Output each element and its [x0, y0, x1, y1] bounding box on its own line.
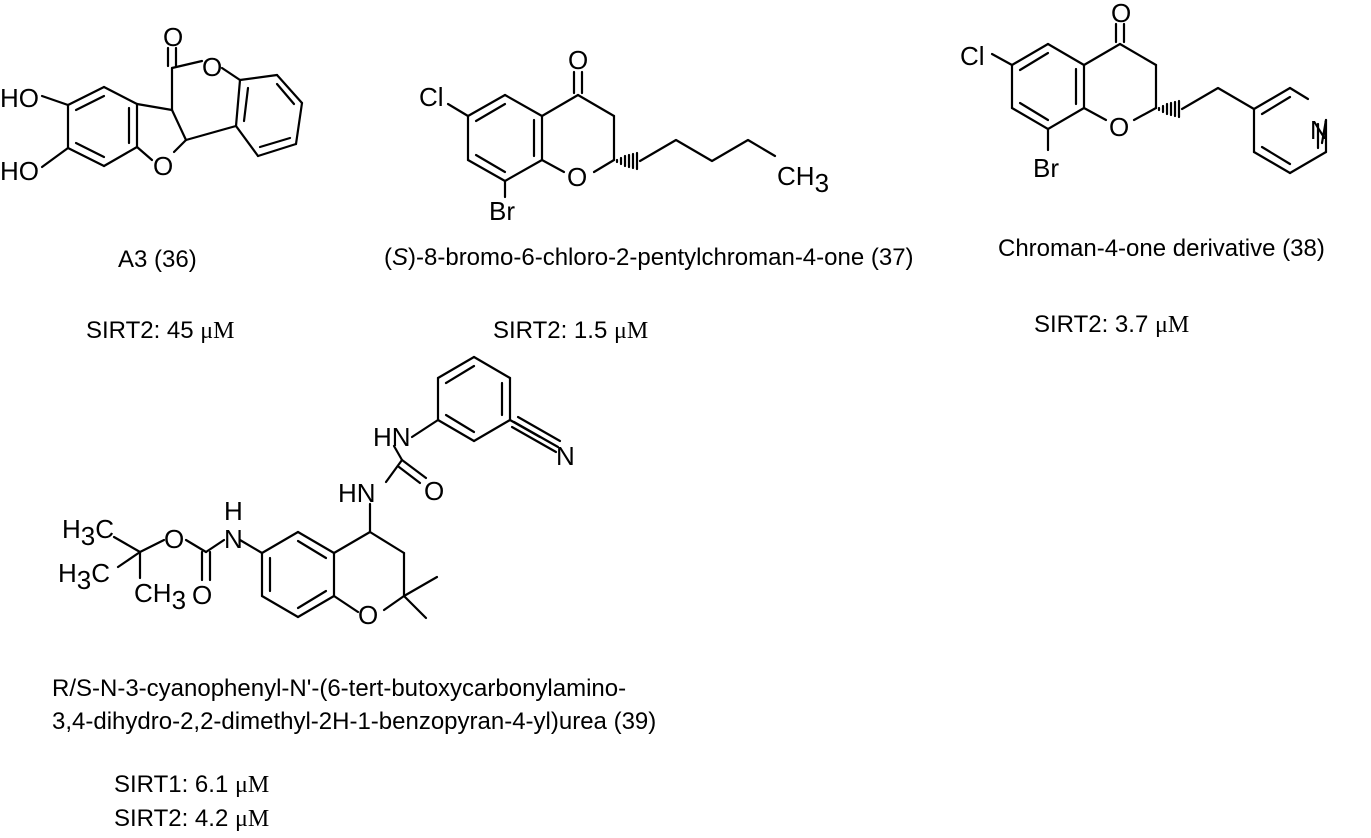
- atom-37-ch3: CH3: [777, 161, 829, 198]
- compound-36-structure: O O O HO HO: [0, 22, 304, 186]
- compound-39-structure: HN N O HN H N O O O H3C H3C CH3: [58, 355, 575, 630]
- compound-39-activity-sirt2: SIRT2: 4.2 μM: [114, 805, 270, 832]
- atom-36-ho2: HO: [0, 156, 39, 186]
- compound-36-name: A3 (36): [118, 246, 197, 273]
- atom-37-br: Br: [489, 196, 515, 226]
- atom-39-hn1: HN: [373, 422, 411, 452]
- compound-39-name-line1: R/S-N-3-cyanophenyl-N'-(6-tert-butoxycar…: [52, 675, 627, 702]
- atom-36-ho1: HO: [0, 83, 39, 113]
- compound-37-structure: Cl Br O O CH3: [419, 45, 829, 226]
- atom-37-o2: O: [567, 162, 587, 192]
- compound-39-name-line2: 3,4-dihydro-2,2-dimethyl-2H-1-benzopyran…: [52, 708, 657, 735]
- atom-39-o-carbonyl: O: [192, 580, 212, 610]
- atom-39-hn2: HN: [338, 478, 376, 508]
- atom-39-o-urea: O: [424, 476, 444, 506]
- atom-36-o1: O: [163, 22, 183, 52]
- atom-39-h-nh: H: [224, 496, 243, 526]
- compound-36-activity-sirt2: SIRT2: 45 μM: [86, 317, 235, 344]
- atom-39-n-nh: N: [224, 524, 243, 554]
- atom-38-o1: O: [1111, 0, 1131, 28]
- compound-39-activity-sirt1: SIRT1: 6.1 μM: [114, 771, 270, 798]
- atom-39-h3c-1: H3C: [62, 514, 114, 551]
- compound-38-structure: Cl Br O O N: [960, 0, 1329, 183]
- atom-39-o-ring: O: [358, 600, 378, 630]
- atom-36-o2: O: [202, 52, 222, 82]
- atom-38-o2: O: [1109, 112, 1129, 142]
- compound-37-activity-sirt2: SIRT2: 1.5 μM: [493, 317, 649, 344]
- atom-39-h3c-2: H3C: [58, 558, 110, 595]
- atom-38-cl: Cl: [960, 41, 985, 71]
- atom-38-n: N: [1310, 115, 1329, 145]
- atom-38-br: Br: [1033, 153, 1059, 183]
- compound-38-name: Chroman-4-one derivative (38): [998, 235, 1325, 262]
- atom-39-n-cyano: N: [556, 441, 575, 471]
- atom-37-cl: Cl: [419, 82, 444, 112]
- atom-39-ch3: CH3: [134, 578, 186, 615]
- atom-36-o3: O: [153, 151, 173, 181]
- compound-38-activity-sirt2: SIRT2: 3.7 μM: [1034, 311, 1190, 338]
- atom-39-o-ester: O: [164, 524, 184, 554]
- atom-37-o1: O: [568, 45, 588, 75]
- compound-37-name: (S)-8-bromo-6-chloro-2-pentylchroman-4-o…: [384, 244, 914, 271]
